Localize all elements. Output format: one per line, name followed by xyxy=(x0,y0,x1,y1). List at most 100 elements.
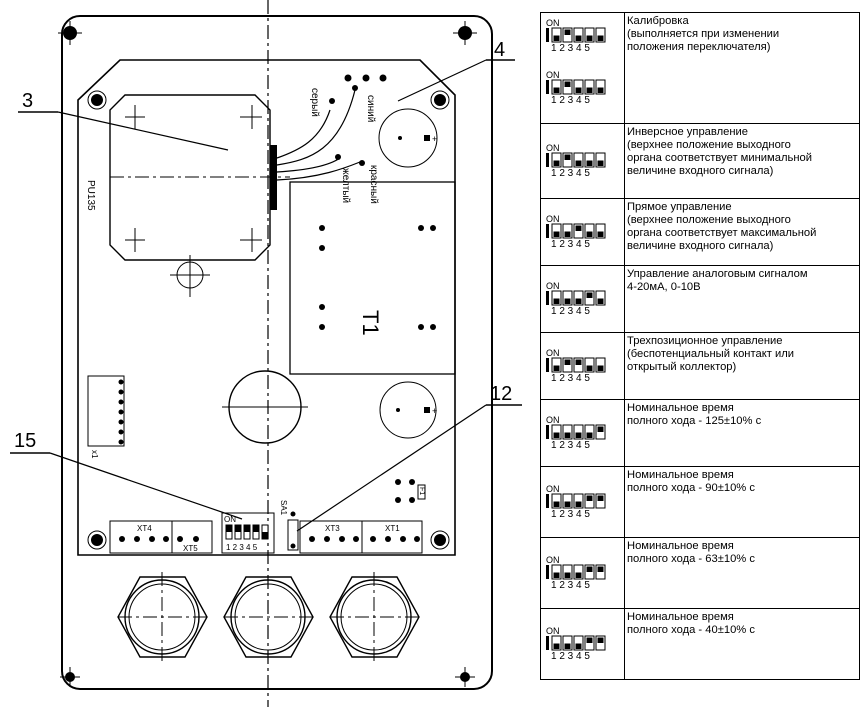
motor-code-label: PU135 xyxy=(85,180,96,211)
dip-toggle xyxy=(584,79,595,95)
svg-text:+: + xyxy=(432,134,437,144)
motor-m1: M1 PU135 xyxy=(85,94,290,261)
screw-icon xyxy=(430,530,450,550)
dip-toggle xyxy=(551,493,562,509)
capacitor-bottom: + xyxy=(379,381,437,439)
dip-toggle xyxy=(573,79,584,95)
dip-toggle xyxy=(595,27,606,43)
center-circle xyxy=(222,370,308,444)
dip-numbers-label: 1 2 3 4 5 xyxy=(551,168,590,176)
wire-label-red: красный xyxy=(368,165,379,204)
cable-gland-icon xyxy=(329,572,420,662)
screw-icon xyxy=(87,90,107,110)
dip-switch-icon: ON1 2 3 4 5 xyxy=(546,18,606,51)
xt5-label: XT5 xyxy=(183,544,198,553)
dip-toggle xyxy=(595,357,606,373)
dip-toggle xyxy=(551,290,562,306)
capacitor-top: + xyxy=(378,108,438,168)
dip-toggle xyxy=(551,357,562,373)
mount-hole-icon xyxy=(455,667,475,687)
potentiometer-icon xyxy=(170,255,210,297)
table-row: ON 1 2 3 4 5 Инверсное управление (верхнее… xyxy=(540,123,860,199)
xt1-label: XT1 xyxy=(385,524,400,533)
callout-15: 15 xyxy=(10,430,243,520)
dip-description: Прямое управление (верхнее положение вых… xyxy=(627,201,817,252)
svg-text:4: 4 xyxy=(494,39,505,61)
connector-x1: x1 xyxy=(87,375,125,459)
dip-toggle xyxy=(551,152,562,168)
dip-switch-cell: ON 1 2 3 4 5 xyxy=(541,400,625,466)
dip-toggle xyxy=(562,635,573,651)
dip-toggle xyxy=(551,424,562,440)
f1-label: F1 xyxy=(418,487,425,495)
dip-on-label: ON xyxy=(546,555,560,565)
dip-toggle xyxy=(595,290,606,306)
callout-3: 3 xyxy=(18,90,229,151)
dip-switch-icon: ON 1 2 3 4 5 xyxy=(546,626,606,659)
dip-toggle xyxy=(584,424,595,440)
dip-switch-cell: ON 1 2 3 4 5 xyxy=(541,538,625,608)
dip-description: Номинальное время полного хода - 125±10%… xyxy=(627,402,762,427)
dip-toggle xyxy=(562,223,573,239)
dip-toggle xyxy=(595,223,606,239)
dip-description: Номинальное время полного хода - 40±10% … xyxy=(627,611,755,636)
dip-switch-cell: ON 1 2 3 4 5 xyxy=(541,124,625,198)
wire-label-yellow: желтый xyxy=(340,168,351,203)
dip-toggle xyxy=(595,79,606,95)
svg-text:3: 3 xyxy=(22,90,33,112)
dip-numbers-label: 1 2 3 4 5 xyxy=(551,440,590,448)
dip-on-label: ON xyxy=(546,626,560,636)
dip-toggle xyxy=(551,223,562,239)
svg-text:12: 12 xyxy=(490,383,512,405)
dip-toggle xyxy=(573,290,584,306)
dip-on-label: ON xyxy=(546,415,560,425)
pcb-outline xyxy=(77,59,456,556)
wire-label-blue: синий xyxy=(365,95,376,122)
board-diagram: M1 PU135 серый синий желтый красный + T1 xyxy=(10,0,522,707)
svg-text:+: + xyxy=(432,406,437,416)
dip-numbers-label: 1 2 3 4 5 xyxy=(551,95,590,103)
dip-toggle xyxy=(595,152,606,168)
table-row: ON 1 2 3 4 5 Номинальное время полного ход… xyxy=(540,399,860,467)
dip-switch-cell: ON 1 2 3 4 5 xyxy=(541,609,625,679)
dip-switch-icon: ON 1 2 3 4 5 xyxy=(546,415,606,448)
dip-description: Номинальное время полного хода - 90±10% … xyxy=(627,469,755,494)
dip-on-label: ON xyxy=(546,143,560,153)
dip-numbers-label: 1 2 3 4 5 xyxy=(551,239,590,247)
dip-numbers-label: 1 2 3 4 5 xyxy=(551,651,590,659)
cable-gland-icon xyxy=(117,572,208,662)
board-screws xyxy=(87,90,450,550)
dip-toggle xyxy=(573,493,584,509)
dip-toggle xyxy=(551,635,562,651)
wires xyxy=(276,89,361,181)
dip-switch-icon: ON 1 2 3 4 5 xyxy=(546,143,606,176)
transformer-t1: T1 xyxy=(289,181,456,375)
onboard-dip-numbers: 1 2 3 4 5 xyxy=(226,543,258,552)
callout-4: 4 xyxy=(397,39,515,102)
dip-toggle xyxy=(551,79,562,95)
dip-on-label: ON xyxy=(546,18,560,28)
screw-icon xyxy=(87,530,107,550)
sa1-label: SA1 xyxy=(279,500,288,516)
switch-sa1: SA1 xyxy=(279,500,299,551)
dip-toggle xyxy=(584,152,595,168)
dip-toggle xyxy=(573,424,584,440)
dip-toggle xyxy=(584,223,595,239)
dip-toggle xyxy=(573,564,584,580)
cable-gland-icon xyxy=(223,576,314,658)
svg-text:15: 15 xyxy=(14,430,36,452)
dip-description: Инверсное управление (верхнее положение … xyxy=(627,126,812,177)
dip-numbers-label: 1 2 3 4 5 xyxy=(551,306,590,314)
dip-numbers-label: 1 2 3 4 5 xyxy=(551,580,590,588)
dip-switch-icon: ON1 2 3 4 5 xyxy=(546,214,606,247)
screw-icon xyxy=(430,90,450,110)
dip-toggle xyxy=(562,564,573,580)
dip-toggle xyxy=(573,635,584,651)
